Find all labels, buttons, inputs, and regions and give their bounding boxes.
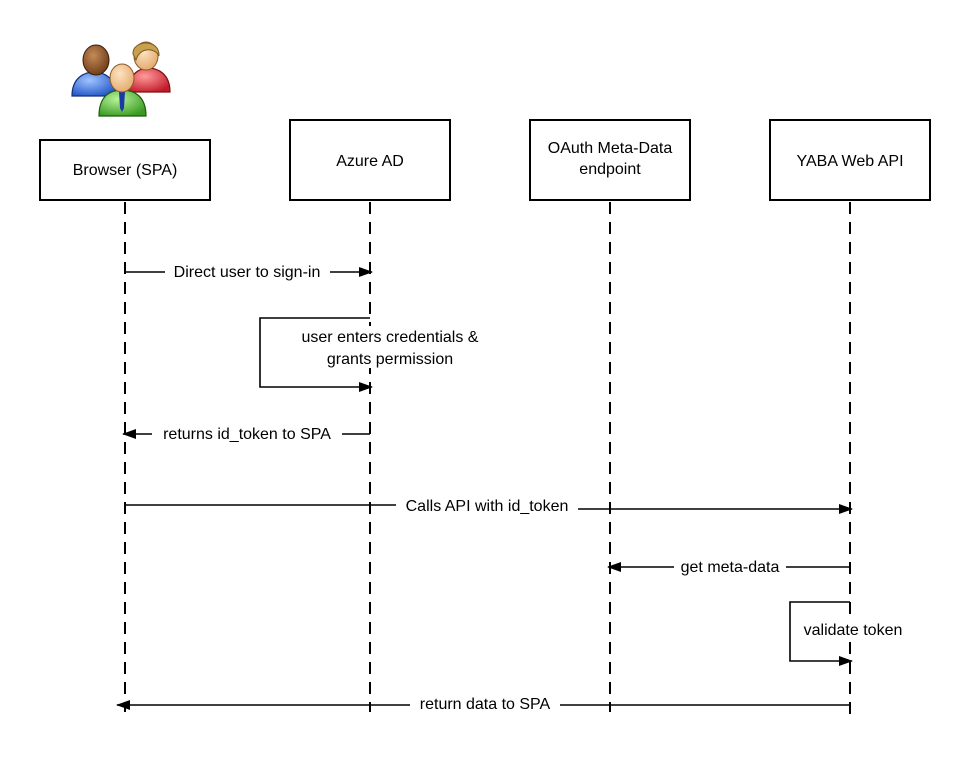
participant-label: OAuth Meta-Data [548,140,673,157]
users-group-icon [71,41,171,117]
message-label: returns id_token to SPA [163,426,331,443]
message-user-enters-credentials: user enters credentials & grants permiss… [259,317,490,392]
message-get-meta-data: get meta-data [607,557,850,577]
participant-label: Browser (SPA) [73,162,178,179]
message-label: get meta-data [681,559,780,576]
message-validate-token: validate token [789,601,908,666]
message-calls-api: Calls API with id_token [125,494,853,516]
message-label: grants permission [327,351,453,368]
message-direct-user-sign-in: Direct user to sign-in [125,262,373,282]
message-returns-id-token: returns id_token to SPA [122,424,370,444]
participant-azure-ad: Azure AD [289,119,451,201]
participant-label: Azure AD [336,153,404,170]
message-label: Direct user to sign-in [174,264,321,281]
message-label: user enters credentials & [302,329,479,346]
message-label: return data to SPA [420,696,551,713]
message-label: Calls API with id_token [406,498,569,515]
participant-oauth-endpoint: OAuth Meta-Data endpoint [529,119,691,201]
message-label: validate token [804,622,903,639]
participant-browser: Browser (SPA) [39,139,211,201]
participant-yaba-web-api: YABA Web API [769,119,931,201]
participant-label: endpoint [579,161,641,178]
participant-label: YABA Web API [796,153,903,170]
message-return-data: return data to SPA [116,694,850,715]
